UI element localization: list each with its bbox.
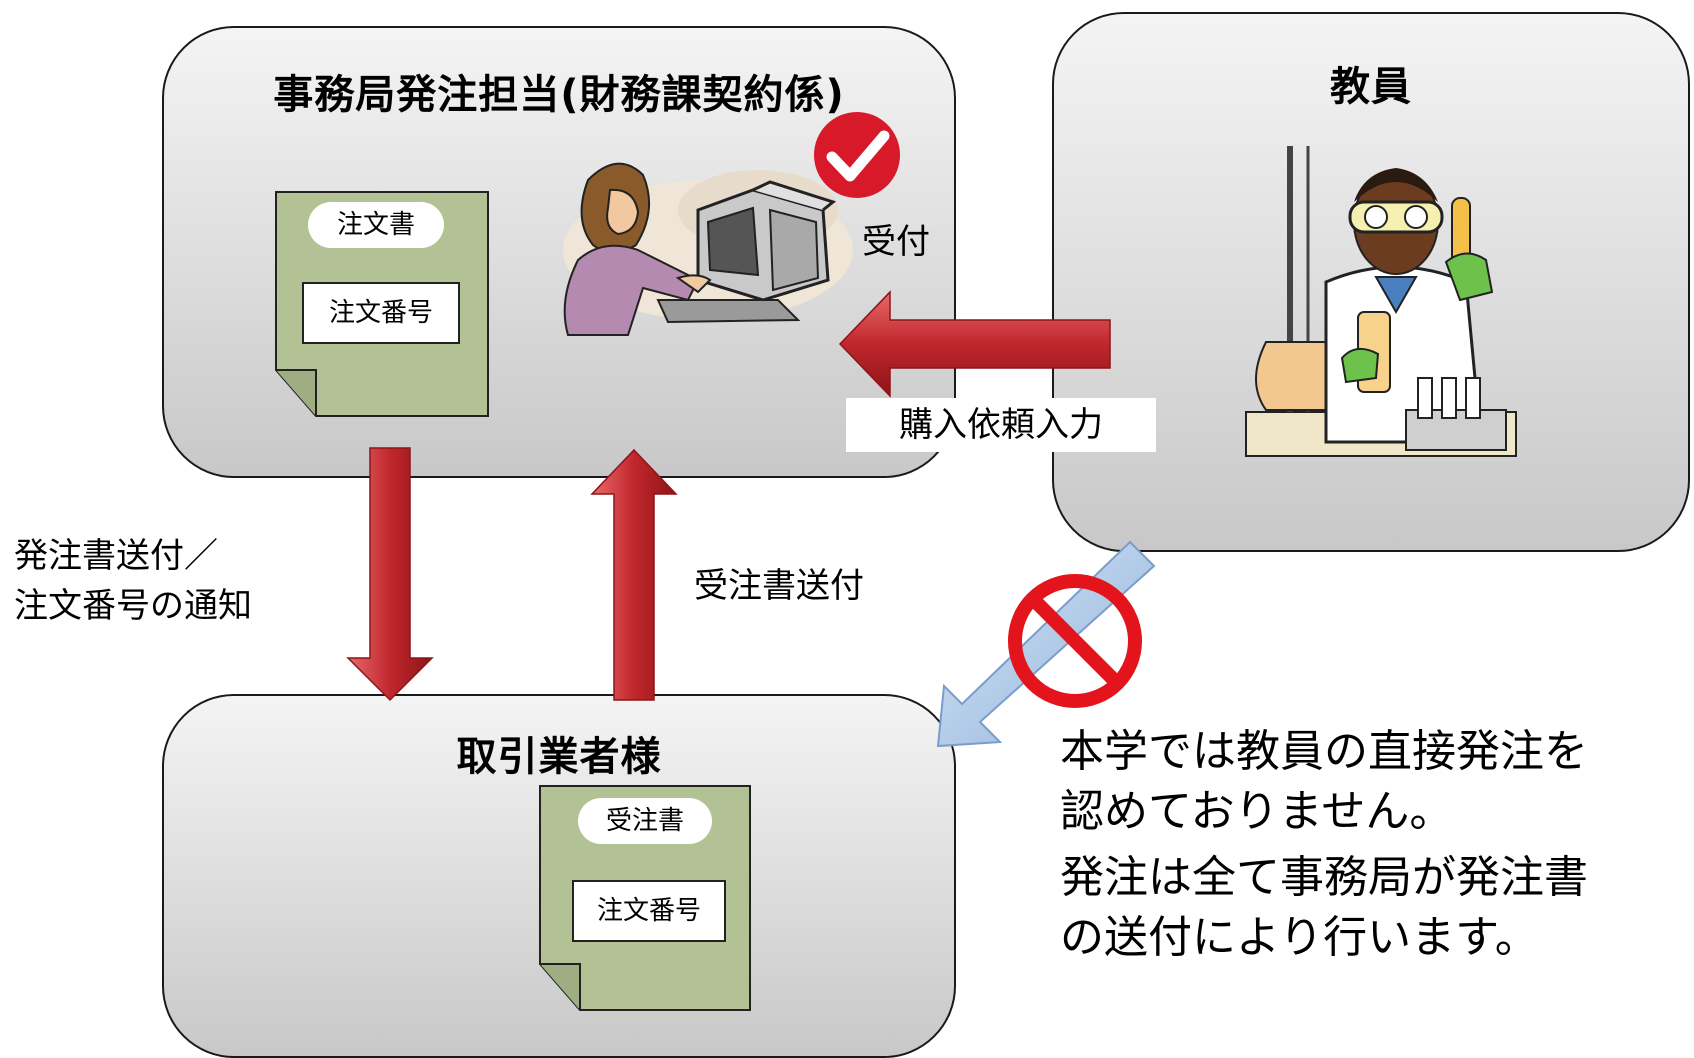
send-order-arrow-shape xyxy=(346,447,434,702)
clerk-at-computer-icon xyxy=(563,162,853,336)
acknowledgement-document: 受注書 注文番号 xyxy=(538,784,752,1012)
policy-note-line1: 本学では教員の直接発注を xyxy=(1060,726,1588,777)
send-order-label-line2: 注文番号の通知 xyxy=(14,586,252,626)
order-document: 注文書 注文番号 xyxy=(274,190,490,418)
order-document-title: 注文書 xyxy=(308,202,444,248)
policy-note-line3: 発注は全て事務局が発注書 xyxy=(1060,852,1588,903)
receive-label: 受付 xyxy=(862,222,930,262)
vendor-title: 取引業者様 xyxy=(456,734,662,780)
check-mark-icon xyxy=(814,112,900,198)
prohibited-icon xyxy=(1008,574,1142,708)
scientist-icon xyxy=(1245,146,1517,457)
policy-note-line4: の送付により行います。 xyxy=(1060,912,1539,963)
order-number-field: 注文番号 xyxy=(302,282,460,344)
ack-document-title: 受注書 xyxy=(578,798,712,844)
send-acknowledgement-label: 受注書送付 xyxy=(694,566,864,606)
office-title: 事務局発注担当(財務課契約係) xyxy=(273,72,845,118)
send-order-label-line1: 発注書送付／ xyxy=(14,536,218,576)
policy-note-line2: 認めておりません。 xyxy=(1060,786,1454,837)
ack-order-number-field: 注文番号 xyxy=(572,880,726,942)
purchase-request-label: 購入依頼入力 xyxy=(846,398,1156,452)
send-ack-arrow-shape xyxy=(590,448,678,701)
teacher-title: 教員 xyxy=(1330,64,1412,110)
